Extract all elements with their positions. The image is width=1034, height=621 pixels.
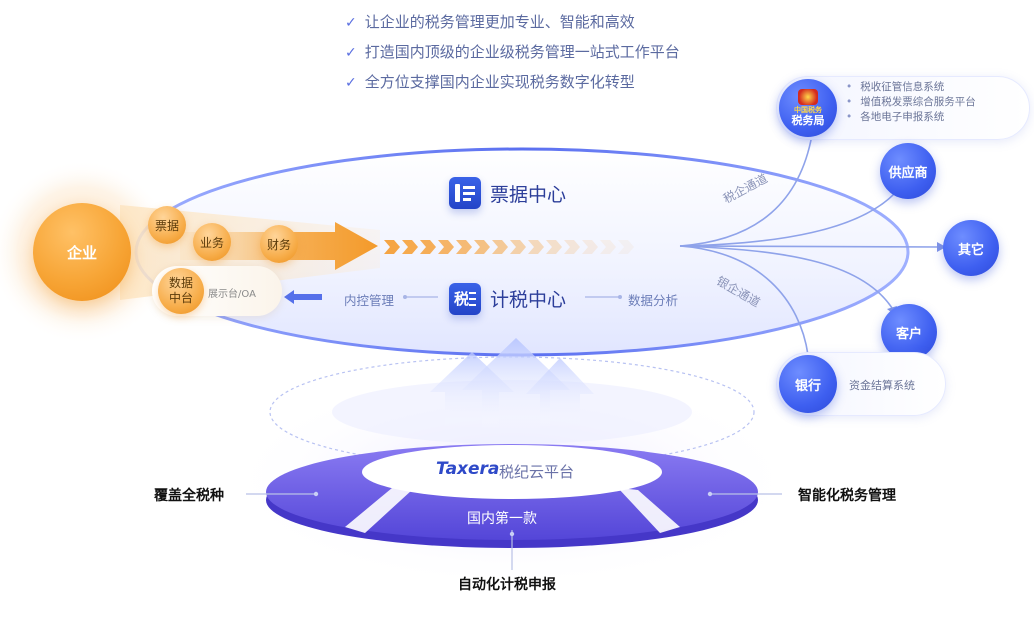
- headline-item-3: ✓全方位支撑国内企业实现税务数字化转型: [345, 73, 635, 91]
- tax-center-title: 计税中心: [490, 289, 567, 311]
- tax-emblem-icon: [798, 88, 818, 105]
- data-platform-node: 数据 中台: [158, 268, 204, 314]
- display-platform-label: 展示台/OA: [208, 289, 256, 300]
- input-finance: 财务: [260, 225, 298, 263]
- customer-node: 客户: [881, 304, 937, 360]
- tax-bureau-systems: 税收征管信息系统 增值税发票综合服务平台 各地电子申报系统: [846, 80, 976, 125]
- tax-bureau-node: 中国税务 税务局: [779, 79, 837, 137]
- feature-all-tax-types: 覆盖全税种: [154, 488, 224, 504]
- bank-node: 银行: [779, 355, 837, 413]
- tax-center-icon: 税: [449, 283, 481, 315]
- tax-bureau-system-item: 税收征管信息系统: [846, 80, 976, 95]
- headline-item-2: ✓打造国内顶级的企业级税务管理一站式工作平台: [345, 43, 680, 61]
- check-icon: ✓: [345, 15, 357, 31]
- feature-smart-tax-management: 智能化税务管理: [798, 488, 896, 504]
- check-icon: ✓: [345, 45, 357, 61]
- other-node: 其它: [943, 220, 999, 276]
- taxera-logo: Taxera: [436, 459, 500, 479]
- tax-bureau-system-item: 增值税发票综合服务平台: [846, 95, 976, 110]
- invoice-center-icon: [449, 177, 481, 209]
- bank-system-item: 资金结算系统: [849, 379, 915, 392]
- tax-bureau-system-item: 各地电子申报系统: [846, 110, 976, 125]
- supplier-node: 供应商: [880, 143, 936, 199]
- data-analysis-label: 数据分析: [628, 293, 679, 308]
- check-icon: ✓: [345, 75, 357, 91]
- input-invoice: 票据: [148, 206, 186, 244]
- internal-control-label: 内控管理: [344, 293, 395, 308]
- headline-item-1: ✓让企业的税务管理更加专业、智能和高效: [345, 13, 635, 31]
- enterprise-node: 企业: [33, 203, 131, 301]
- invoice-center-title: 票据中心: [490, 184, 567, 206]
- input-business: 业务: [193, 223, 231, 261]
- feature-auto-tax-filing: 自动化计税申报: [458, 577, 556, 593]
- platform-tagline: 国内第一款: [467, 511, 537, 527]
- platform-name: 税纪云平台: [499, 463, 575, 481]
